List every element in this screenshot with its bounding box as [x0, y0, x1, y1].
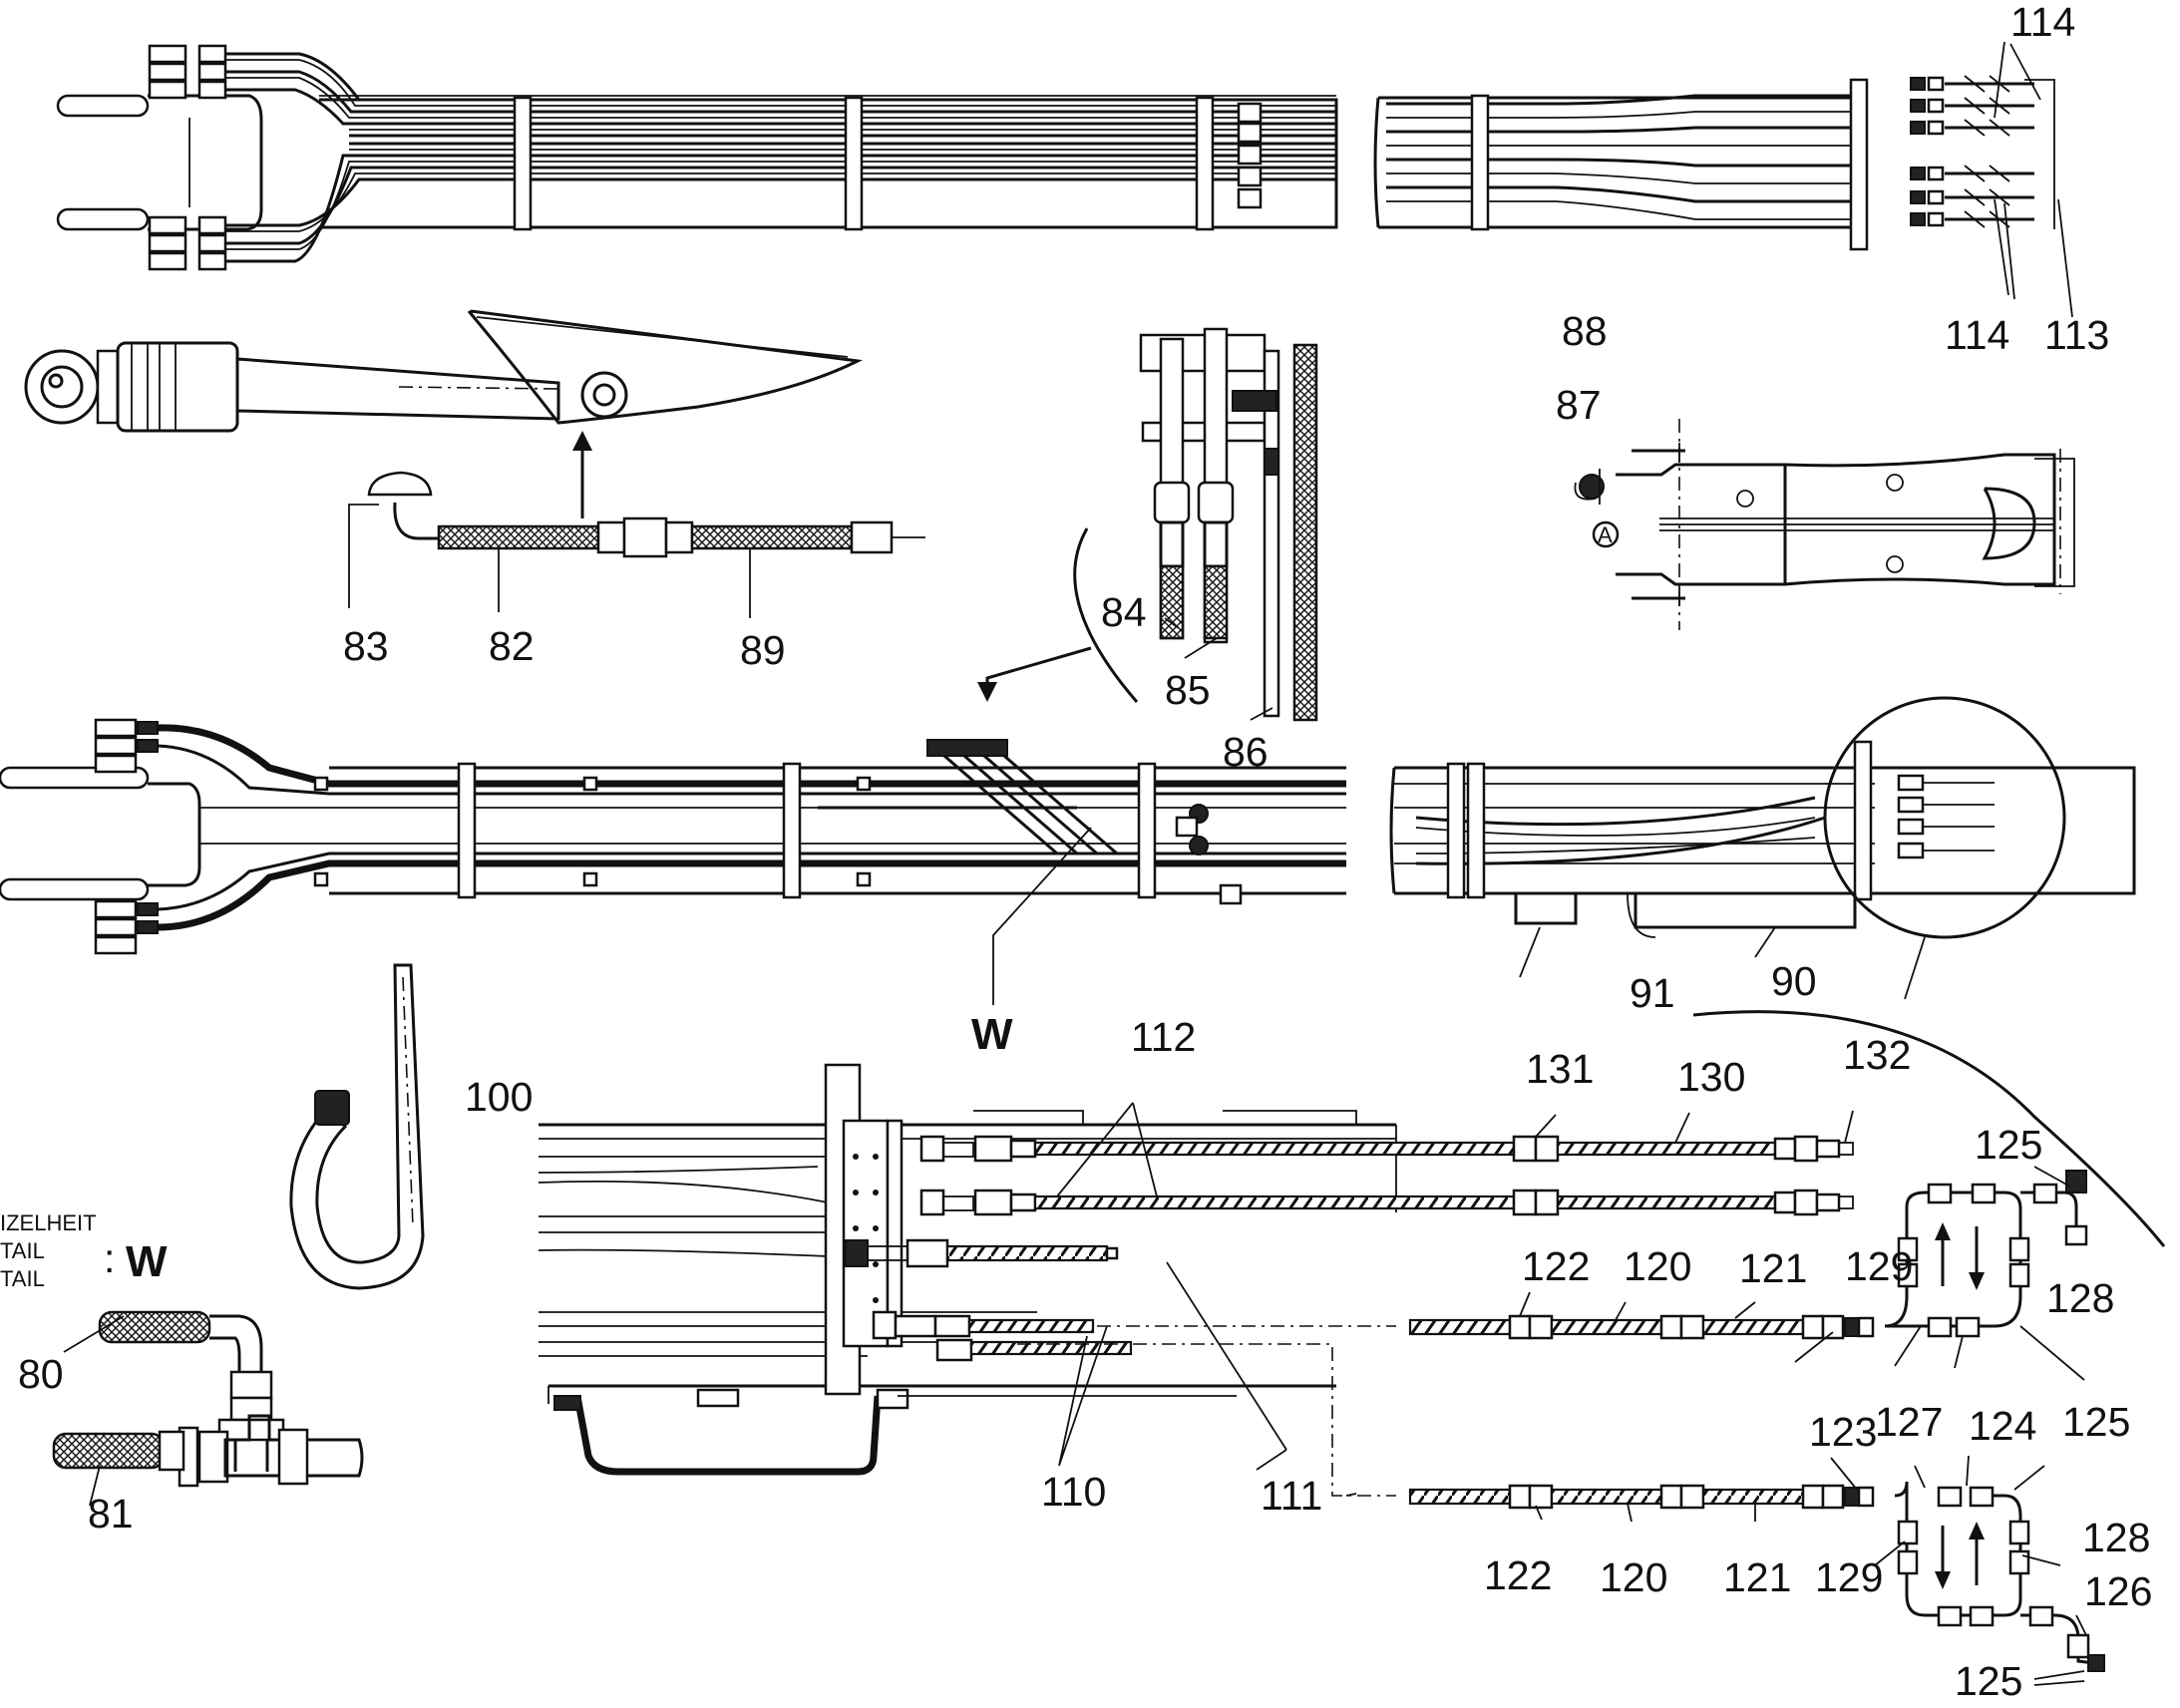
callout-127: 127 — [1875, 1399, 1943, 1445]
callout-121-mid: 121 — [1739, 1245, 1807, 1291]
callout-80: 80 — [18, 1351, 64, 1397]
middle-right-boom-assembly — [1389, 696, 2136, 978]
callout-130: 130 — [1677, 1054, 1745, 1100]
callout-w: W — [971, 1010, 1013, 1059]
callout-129-top: 129 — [1845, 1243, 1913, 1289]
callout-123: 123 — [1809, 1409, 1877, 1455]
callout-128-top: 128 — [2046, 1275, 2114, 1321]
callout-125-mid: 125 — [2062, 1399, 2130, 1445]
callout-129-low: 129 — [1815, 1554, 1883, 1600]
callout-114-bottom: 114 — [1945, 312, 2009, 358]
callout-83: 83 — [343, 623, 389, 669]
callout-125-top: 125 — [1975, 1122, 2042, 1168]
callout-112: 112 — [1131, 1014, 1196, 1060]
detail-w-fittings — [52, 1310, 364, 1507]
callout-120-low: 120 — [1600, 1554, 1667, 1600]
callout-111: 111 — [1261, 1473, 1322, 1519]
bottom-detail-hoses — [845, 1135, 1875, 1510]
callout-120-mid: 120 — [1624, 1243, 1691, 1289]
detail-arc — [1692, 1010, 2166, 1247]
detail-w-caption: IZELHEIT TAIL TAIL : W — [0, 1210, 168, 1291]
callout-82: 82 — [489, 623, 535, 669]
callout-122-low: 122 — [1484, 1552, 1552, 1598]
callout-91: 91 — [1630, 970, 1675, 1016]
callout-81: 81 — [88, 1491, 134, 1537]
bottom-detail-leaders — [1056, 1102, 2087, 1686]
callout-132: 132 — [1843, 1032, 1911, 1078]
callout-100: 100 — [465, 1074, 533, 1120]
callout-90: 90 — [1771, 958, 1817, 1004]
callout-114-top: 114 — [2010, 0, 2075, 45]
callout-87: 87 — [1556, 382, 1602, 428]
top-view-yoke: A — [1574, 419, 2075, 630]
hose-82-89 — [348, 471, 925, 618]
callout-126: 126 — [2084, 1568, 2152, 1614]
callout-113: 113 — [2044, 312, 2109, 358]
middle-left-boom-assembly — [0, 718, 1346, 1005]
svg-text::: : — [104, 1235, 115, 1281]
callout-125-low: 125 — [1955, 1658, 2022, 1704]
svg-text:TAIL: TAIL — [0, 1266, 45, 1291]
callout-128-low: 128 — [2082, 1515, 2150, 1560]
callout-85: 85 — [1165, 667, 1211, 713]
callout-110: 110 — [1041, 1469, 1106, 1515]
callout-122-mid: 122 — [1522, 1243, 1590, 1289]
cylinder-assembly — [24, 309, 864, 518]
marker-a: A — [1598, 522, 1613, 547]
svg-text:IZELHEIT: IZELHEIT — [0, 1210, 97, 1235]
callout-89: 89 — [740, 627, 786, 673]
cable-tie — [289, 963, 425, 1290]
callout-84: 84 — [1101, 589, 1147, 635]
top-left-boom-assembly — [56, 44, 1338, 271]
svg-text:TAIL: TAIL — [0, 1238, 45, 1263]
top-right-boom-assembly — [1373, 41, 2073, 318]
svg-text:W: W — [126, 1237, 168, 1286]
callout-131: 131 — [1526, 1046, 1594, 1092]
pipe-group-84-86 — [977, 327, 1318, 722]
callout-124: 124 — [1969, 1403, 2036, 1449]
bottom-detail-loops — [1884, 1170, 2105, 1672]
callout-121-low: 121 — [1723, 1554, 1791, 1600]
bottom-detail-body — [538, 1063, 1397, 1476]
callout-88: 88 — [1562, 308, 1608, 354]
